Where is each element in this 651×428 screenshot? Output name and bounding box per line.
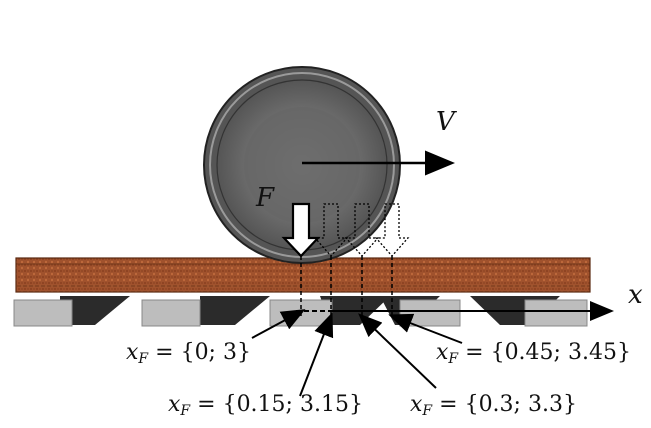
pointer-lines [251, 309, 463, 397]
force-arrow-main [281, 202, 321, 258]
position-label-045: xF = {0.45; 3.45} [436, 340, 631, 367]
force-arrows [281, 202, 410, 258]
sleeper-2 [141, 296, 270, 327]
position-label-03: xF = {0.3; 3.3} [410, 392, 577, 419]
sleeper-1 [13, 296, 130, 327]
force-arrow-dotted-3 [374, 203, 410, 257]
force-arrow-dotted-2 [344, 203, 380, 257]
position-label-015: xF = {0.15; 3.15} [168, 392, 363, 419]
force-arrow-dotted-1 [313, 203, 349, 257]
x-axis-label: x [628, 280, 643, 310]
wheel [203, 66, 401, 264]
force-label: F [255, 183, 275, 213]
position-label-0: xF = {0; 3} [126, 340, 251, 367]
guide-lines [300, 256, 393, 318]
velocity-label: V [436, 107, 457, 137]
